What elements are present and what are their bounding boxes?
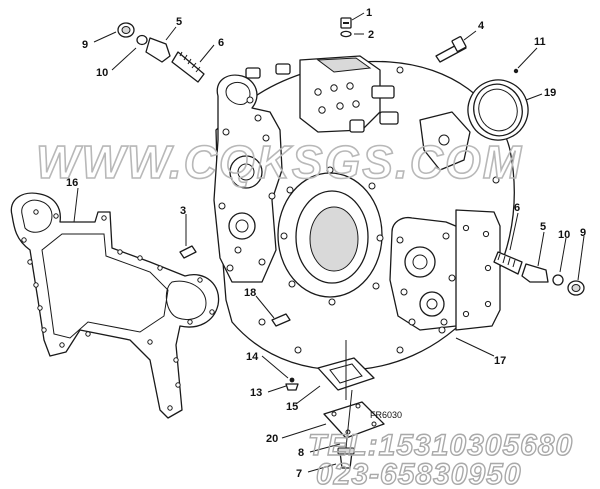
callout-16: 16 — [66, 177, 78, 189]
watermark-phone: 023-65830950 — [316, 458, 522, 489]
callout-11: 11 — [534, 36, 546, 48]
dowel-3 — [179, 245, 197, 259]
callout-19: 19 — [544, 87, 556, 99]
gasket-16 — [10, 192, 220, 419]
watermark-site: WWW.CQKSGS.COM — [36, 136, 523, 188]
callout-1: 1 — [366, 7, 372, 19]
callout-2: 2 — [368, 29, 374, 41]
callout-numbers: 1 2 3 4 5 6 7 8 9 10 11 13 14 15 16 17 1… — [66, 7, 586, 480]
relief-valve-left — [117, 22, 205, 83]
callout-6-right: 6 — [514, 202, 520, 214]
callout-9-right: 9 — [580, 227, 586, 239]
pin-11 — [513, 68, 519, 74]
drawing-code: FR6030 — [370, 410, 402, 420]
callout-5-right: 5 — [540, 221, 546, 233]
callout-7: 7 — [296, 468, 302, 480]
callout-8: 8 — [298, 447, 304, 459]
callout-6-left: 6 — [218, 37, 224, 49]
callout-13: 13 — [250, 387, 262, 399]
relief-valve-right — [493, 251, 585, 296]
callout-15: 15 — [286, 401, 298, 413]
callout-5-left: 5 — [176, 16, 182, 28]
oil-seal-19 — [467, 79, 529, 141]
callout-4: 4 — [478, 20, 485, 32]
plug-1 — [340, 17, 352, 38]
callout-9-left: 9 — [82, 39, 88, 51]
callout-18: 18 — [244, 287, 256, 299]
callout-17: 17 — [494, 355, 506, 367]
bolt-4 — [435, 36, 467, 63]
callout-14: 14 — [246, 351, 259, 363]
callout-20: 20 — [266, 433, 278, 445]
callout-10-left: 10 — [96, 67, 108, 79]
flywheel-housing — [213, 55, 515, 371]
watermark-tel: TEL:15310305680 — [308, 429, 573, 462]
inspection-cover-group — [285, 340, 385, 469]
dowel-18 — [271, 313, 291, 327]
callout-3: 3 — [180, 205, 186, 217]
callout-10-right: 10 — [558, 229, 570, 241]
leader-lines — [73, 12, 585, 473]
